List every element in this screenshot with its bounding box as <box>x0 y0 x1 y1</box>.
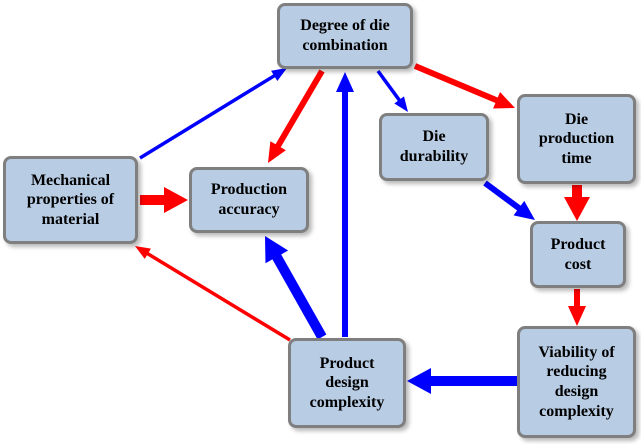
arrow-degree-to-accuracy <box>268 69 325 163</box>
arrow-head <box>271 68 287 81</box>
arrow-complexity-to-mechanical <box>135 246 291 342</box>
node-mechanical-properties: Mechanical properties of material <box>3 156 138 244</box>
arrow-head <box>265 236 289 264</box>
node-product-cost: Product cost <box>530 221 626 288</box>
node-label: Product cost <box>550 235 606 273</box>
arrow-complexity-to-accuracy <box>265 236 327 340</box>
arrow-shaft <box>376 69 402 102</box>
arrow-mechanical-to-accuracy <box>140 187 188 213</box>
node-die-production-time: Die production time <box>517 94 636 184</box>
arrow-head <box>493 91 515 109</box>
arrow-degree-to-prodtime <box>413 63 515 109</box>
node-degree-of-die-combination: Degree of die combination <box>277 3 413 69</box>
node-viability: Viability of reducing design complexity <box>517 326 636 438</box>
node-product-design-complexity: Product design complexity <box>288 338 406 428</box>
node-die-durability: Die durability <box>379 113 489 181</box>
arrow-mechanical-to-degree <box>139 68 287 160</box>
arrow-shaft <box>275 69 325 149</box>
arrow-head <box>164 187 188 213</box>
node-label: Degree of die combination <box>300 17 390 54</box>
arrow-durability-to-cost <box>483 180 535 220</box>
arrow-head <box>268 141 286 163</box>
arrow-complexity-to-degree <box>336 72 354 337</box>
arrow-head <box>336 72 354 92</box>
arrow-viability-to-complexity <box>407 368 517 394</box>
arrow-shaft <box>139 73 276 160</box>
node-label: Viability of reducing design complexity <box>538 343 615 420</box>
arrow-head <box>135 246 151 259</box>
arrow-head <box>568 306 586 326</box>
arrow-cost-to-viability <box>568 289 586 326</box>
node-label: Mechanical properties of material <box>26 171 115 228</box>
arrow-head <box>564 197 590 221</box>
arrow-shaft <box>146 251 291 342</box>
arrow-shaft <box>483 180 522 212</box>
arrow-head <box>407 368 431 394</box>
arrow-degree-to-durability <box>376 69 408 112</box>
arrow-head <box>513 200 535 220</box>
node-label: Product design complexity <box>309 354 385 411</box>
arrow-shaft <box>271 253 327 340</box>
arrow-prodtime-to-cost <box>564 185 590 221</box>
node-production-accuracy: Production accuracy <box>189 167 309 233</box>
node-label: Die durability <box>399 128 469 165</box>
arrow-head <box>394 96 408 112</box>
arrow-shaft <box>413 63 499 104</box>
node-label: Die production time <box>538 110 615 167</box>
node-label: Production accuracy <box>210 181 288 218</box>
